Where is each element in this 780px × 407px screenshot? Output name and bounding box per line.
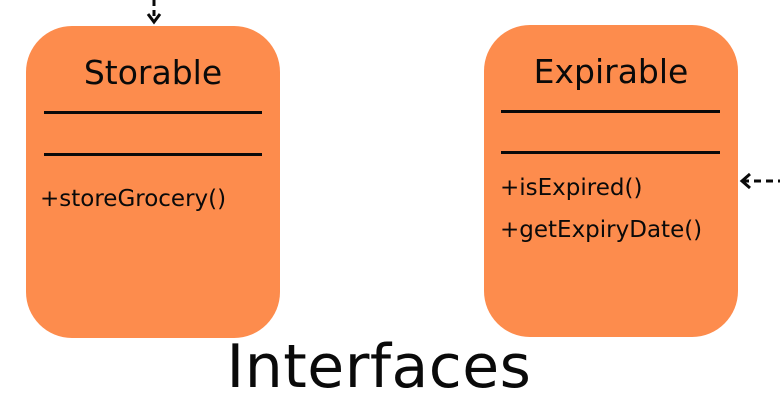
dashed-arrow-to-storable xyxy=(146,0,162,25)
method-list: +isExpired() +getExpiryDate() xyxy=(500,167,702,251)
dashed-arrow-to-expirable xyxy=(739,172,780,190)
method-divider xyxy=(44,153,262,156)
method-item: +storeGrocery() xyxy=(40,186,227,212)
class-box-expirable[interactable]: Expirable +isExpired() +getExpiryDate() xyxy=(484,25,738,337)
class-box-storable[interactable]: Storable +storeGrocery() xyxy=(26,26,280,338)
method-item: +isExpired() xyxy=(500,175,643,201)
method-item: +getExpiryDate() xyxy=(500,217,703,243)
attribute-divider xyxy=(44,111,262,114)
diagram-title: Interfaces xyxy=(226,332,532,402)
class-name: Expirable xyxy=(533,52,689,91)
method-list: +storeGrocery() xyxy=(40,178,226,220)
class-name: Storable xyxy=(83,53,223,92)
method-divider xyxy=(501,151,720,154)
attribute-divider xyxy=(501,110,720,113)
